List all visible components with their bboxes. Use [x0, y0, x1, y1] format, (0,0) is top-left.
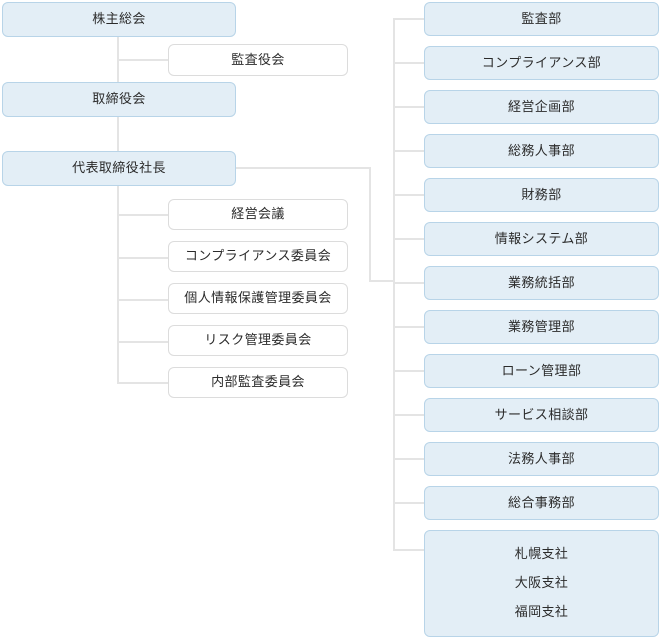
- node-label: 総務人事部: [507, 142, 575, 158]
- node-label: コンプライアンス部: [481, 54, 602, 70]
- connector-department-7: [393, 282, 425, 284]
- node-department-legal-hr[interactable]: 法務人事部: [424, 442, 659, 476]
- connector-department-6: [393, 238, 425, 240]
- branch-office-sapporo: 札幌支社: [514, 546, 569, 562]
- branch-office-fukuoka: 福岡支社: [514, 604, 569, 620]
- node-department-general-affairs-hr[interactable]: 総務人事部: [424, 134, 659, 168]
- branch-office-osaka: 大阪支社: [514, 575, 569, 591]
- connector-department-9: [393, 370, 425, 372]
- node-label: 内部監査委員会: [211, 374, 305, 390]
- connector-department-spine: [393, 19, 395, 551]
- node-department-audit[interactable]: 監査部: [424, 2, 659, 36]
- connector-department-1: [393, 18, 425, 20]
- node-department-information-systems[interactable]: 情報システム部: [424, 222, 659, 256]
- connector-to-audit-board: [117, 59, 168, 61]
- connector-department-8: [393, 326, 425, 328]
- node-label: 代表取締役社長: [72, 160, 166, 176]
- connector-committee-2: [117, 257, 168, 259]
- node-label: 監査役会: [231, 51, 285, 67]
- connector-board-to-president: [117, 116, 119, 151]
- connector-committee-3: [117, 299, 168, 301]
- node-department-loan-management[interactable]: ローン管理部: [424, 354, 659, 388]
- node-audit-board[interactable]: 監査役会: [168, 44, 348, 76]
- node-department-planning[interactable]: 経営企画部: [424, 90, 659, 124]
- connector-president-drop: [369, 167, 371, 281]
- connector-branches: [393, 549, 425, 551]
- node-label: リスク管理委員会: [204, 332, 312, 348]
- node-label: 経営企画部: [507, 98, 575, 114]
- node-label: 法務人事部: [507, 450, 575, 466]
- node-label: 株主総会: [92, 11, 146, 27]
- node-department-operations-control[interactable]: 業務統括部: [424, 266, 659, 300]
- node-label: サービス相談部: [494, 406, 589, 422]
- connector-department-12: [393, 502, 425, 504]
- node-label: コンプライアンス委員会: [184, 248, 332, 264]
- node-department-operations-management[interactable]: 業務管理部: [424, 310, 659, 344]
- node-label: 財務部: [521, 186, 562, 202]
- node-shareholders-meeting[interactable]: 株主総会: [2, 2, 236, 37]
- node-label: ローン管理部: [501, 362, 582, 378]
- connector-committee-5: [117, 382, 168, 384]
- node-label: 業務統括部: [507, 274, 575, 290]
- node-committee-privacy[interactable]: 個人情報保護管理委員会: [168, 283, 348, 314]
- node-label: 経営会議: [231, 206, 285, 222]
- node-label: 個人情報保護管理委員会: [184, 290, 332, 306]
- connector-president-join-spine: [369, 280, 395, 282]
- node-department-general-administration[interactable]: 総合事務部: [424, 486, 659, 520]
- connector-president-to-departments: [236, 167, 371, 169]
- node-committee-compliance[interactable]: コンプライアンス委員会: [168, 241, 348, 272]
- connector-department-5: [393, 194, 425, 196]
- node-committee-risk[interactable]: リスク管理委員会: [168, 325, 348, 356]
- node-label: 業務管理部: [507, 318, 575, 334]
- connector-committee-spine: [117, 185, 119, 383]
- node-committee-internal-audit[interactable]: 内部監査委員会: [168, 367, 348, 398]
- connector-committee-1: [117, 214, 168, 216]
- node-label: 総合事務部: [507, 494, 575, 510]
- connector-department-10: [393, 414, 425, 416]
- node-department-finance[interactable]: 財務部: [424, 178, 659, 212]
- connector-department-4: [393, 150, 425, 152]
- node-department-service-consultation[interactable]: サービス相談部: [424, 398, 659, 432]
- connector-committee-4: [117, 341, 168, 343]
- connector-department-11: [393, 458, 425, 460]
- node-president[interactable]: 代表取締役社長: [2, 151, 236, 186]
- node-department-compliance[interactable]: コンプライアンス部: [424, 46, 659, 80]
- node-label: 取締役会: [92, 91, 146, 107]
- node-board-of-directors[interactable]: 取締役会: [2, 82, 236, 117]
- connector-department-3: [393, 106, 425, 108]
- node-committee-keieikaigi[interactable]: 経営会議: [168, 199, 348, 230]
- node-label: 情報システム部: [494, 230, 589, 246]
- node-branch-offices[interactable]: 札幌支社 大阪支社 福岡支社: [424, 530, 659, 637]
- connector-department-2: [393, 62, 425, 64]
- node-label: 監査部: [521, 10, 562, 26]
